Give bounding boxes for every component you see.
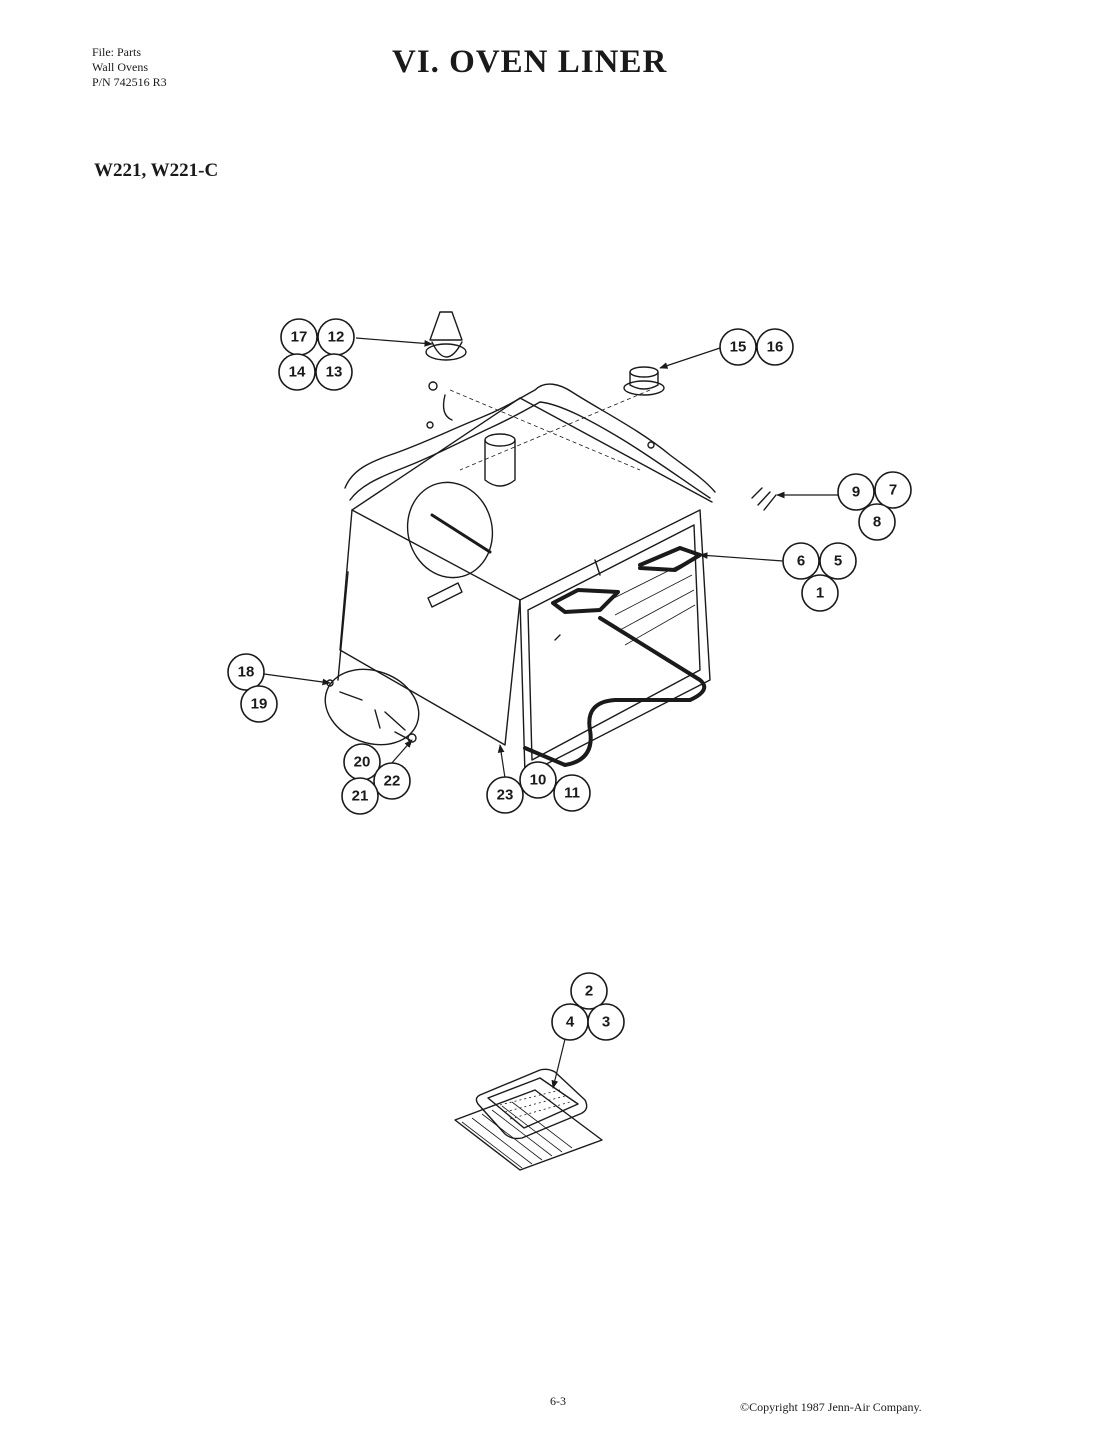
callout-13: 13 (315, 353, 353, 391)
svg-text:8: 8 (873, 514, 881, 531)
callout-14: 14 (278, 353, 316, 391)
svg-text:16: 16 (767, 339, 784, 356)
side-opening (406, 481, 494, 579)
callout-23: 23 (486, 776, 524, 814)
broil-element (551, 546, 702, 614)
access-plate (324, 668, 420, 746)
callout-8: 8 (858, 503, 896, 541)
svg-text:21: 21 (352, 788, 369, 805)
oven-liner-cavity (324, 383, 777, 776)
file-header: File: Parts Wall Ovens P/N 742516 R3 (92, 45, 167, 90)
callout-17: 17 (280, 318, 318, 356)
callout-9: 9 (837, 473, 875, 511)
callout-21: 21 (341, 777, 379, 815)
page-title: VI. OVEN LINER (392, 44, 668, 80)
leader-lines (263, 337, 838, 1089)
svg-text:4: 4 (566, 1014, 575, 1031)
svg-text:20: 20 (354, 754, 371, 771)
file-line: File: Parts (92, 45, 142, 59)
category-line: Wall Ovens (92, 60, 149, 74)
left-side-panel (339, 509, 521, 746)
page-number: 6-3 (550, 1394, 566, 1408)
copyright-notice: ©Copyright 1987 Jenn-Air Company. (740, 1400, 922, 1414)
svg-text:3: 3 (602, 1014, 610, 1031)
callout-3: 3 (587, 1003, 625, 1041)
svg-text:2: 2 (585, 983, 593, 1000)
callout-6: 6 (782, 542, 820, 580)
callout-12: 12 (317, 318, 355, 356)
callout-18: 18 (227, 653, 265, 691)
callout-19: 19 (240, 685, 278, 723)
bake-element (523, 616, 707, 767)
callout-11: 11 (553, 774, 591, 812)
callout-4: 4 (551, 1003, 589, 1041)
callout-22: 22 (373, 762, 411, 800)
svg-text:14: 14 (289, 364, 306, 381)
svg-text:6: 6 (797, 553, 805, 570)
svg-text:7: 7 (889, 482, 897, 499)
svg-text:10: 10 (530, 772, 547, 789)
svg-text:18: 18 (238, 664, 255, 681)
svg-text:13: 13 (326, 364, 343, 381)
light-lens-assembly (425, 311, 467, 429)
callout-15: 15 (719, 328, 757, 366)
light-socket-assembly (623, 366, 665, 449)
svg-text:12: 12 (328, 329, 345, 346)
svg-text:19: 19 (251, 696, 268, 713)
svg-text:11: 11 (564, 785, 580, 802)
top-flange-inner (349, 401, 711, 501)
callout-2: 2 (570, 972, 608, 1010)
svg-text:17: 17 (291, 329, 308, 346)
svg-text:23: 23 (497, 787, 514, 804)
part-number-line: P/N 742516 R3 (92, 75, 167, 89)
callout-10: 10 (519, 761, 557, 799)
model-numbers: W221, W221-C (94, 160, 219, 181)
svg-text:5: 5 (834, 553, 842, 570)
callout-5: 5 (819, 542, 857, 580)
callout-7: 7 (874, 471, 912, 509)
svg-text:22: 22 (384, 773, 401, 790)
callout-1: 1 (801, 574, 839, 612)
callout-16: 16 (756, 328, 794, 366)
svg-text:9: 9 (852, 484, 860, 501)
top-flange (344, 383, 716, 493)
svg-text:1: 1 (816, 585, 824, 602)
front-frame (519, 509, 711, 776)
broiler-pan (454, 1068, 603, 1171)
svg-text:15: 15 (730, 339, 747, 356)
